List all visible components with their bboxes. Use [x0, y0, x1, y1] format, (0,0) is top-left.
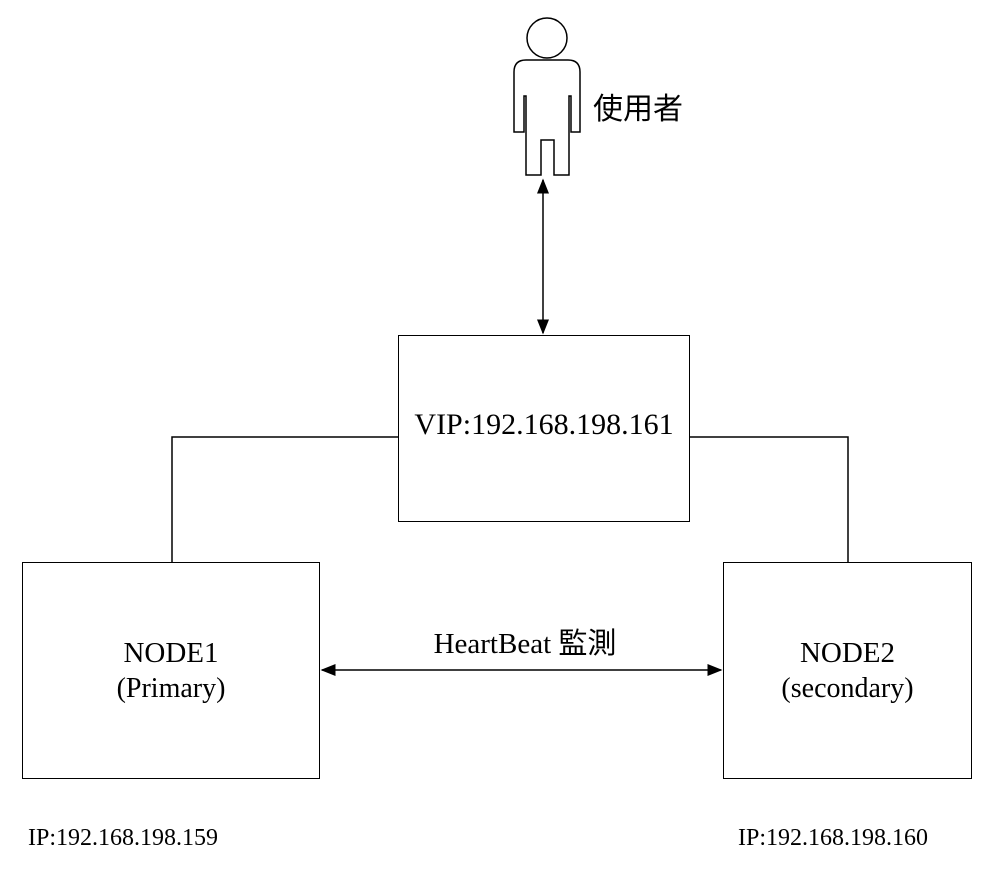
node2-ip: IP:192.168.198.160 [738, 825, 929, 851]
node1-title: NODE1 [123, 636, 219, 669]
node1-subtitle: (Primary) [116, 672, 226, 704]
vip-node1-connector [171, 436, 398, 562]
node1-box: NODE1 (Primary) [22, 562, 320, 779]
user-label: 使用者 [593, 92, 683, 127]
node2-title: NODE2 [799, 636, 896, 669]
node2-subtitle: (secondary) [781, 672, 914, 704]
heartbeat-label: HeartBeat 監測 [433, 628, 617, 660]
node1-ip: IP:192.168.198.159 [28, 825, 219, 851]
vip-node2-connector [690, 436, 849, 562]
vip-box: VIP:192.168.198.161 [398, 335, 690, 522]
vip-label: VIP:192.168.198.161 [414, 407, 674, 441]
node2-box: NODE2 (secondary) [723, 562, 972, 779]
user-icon [513, 17, 581, 176]
